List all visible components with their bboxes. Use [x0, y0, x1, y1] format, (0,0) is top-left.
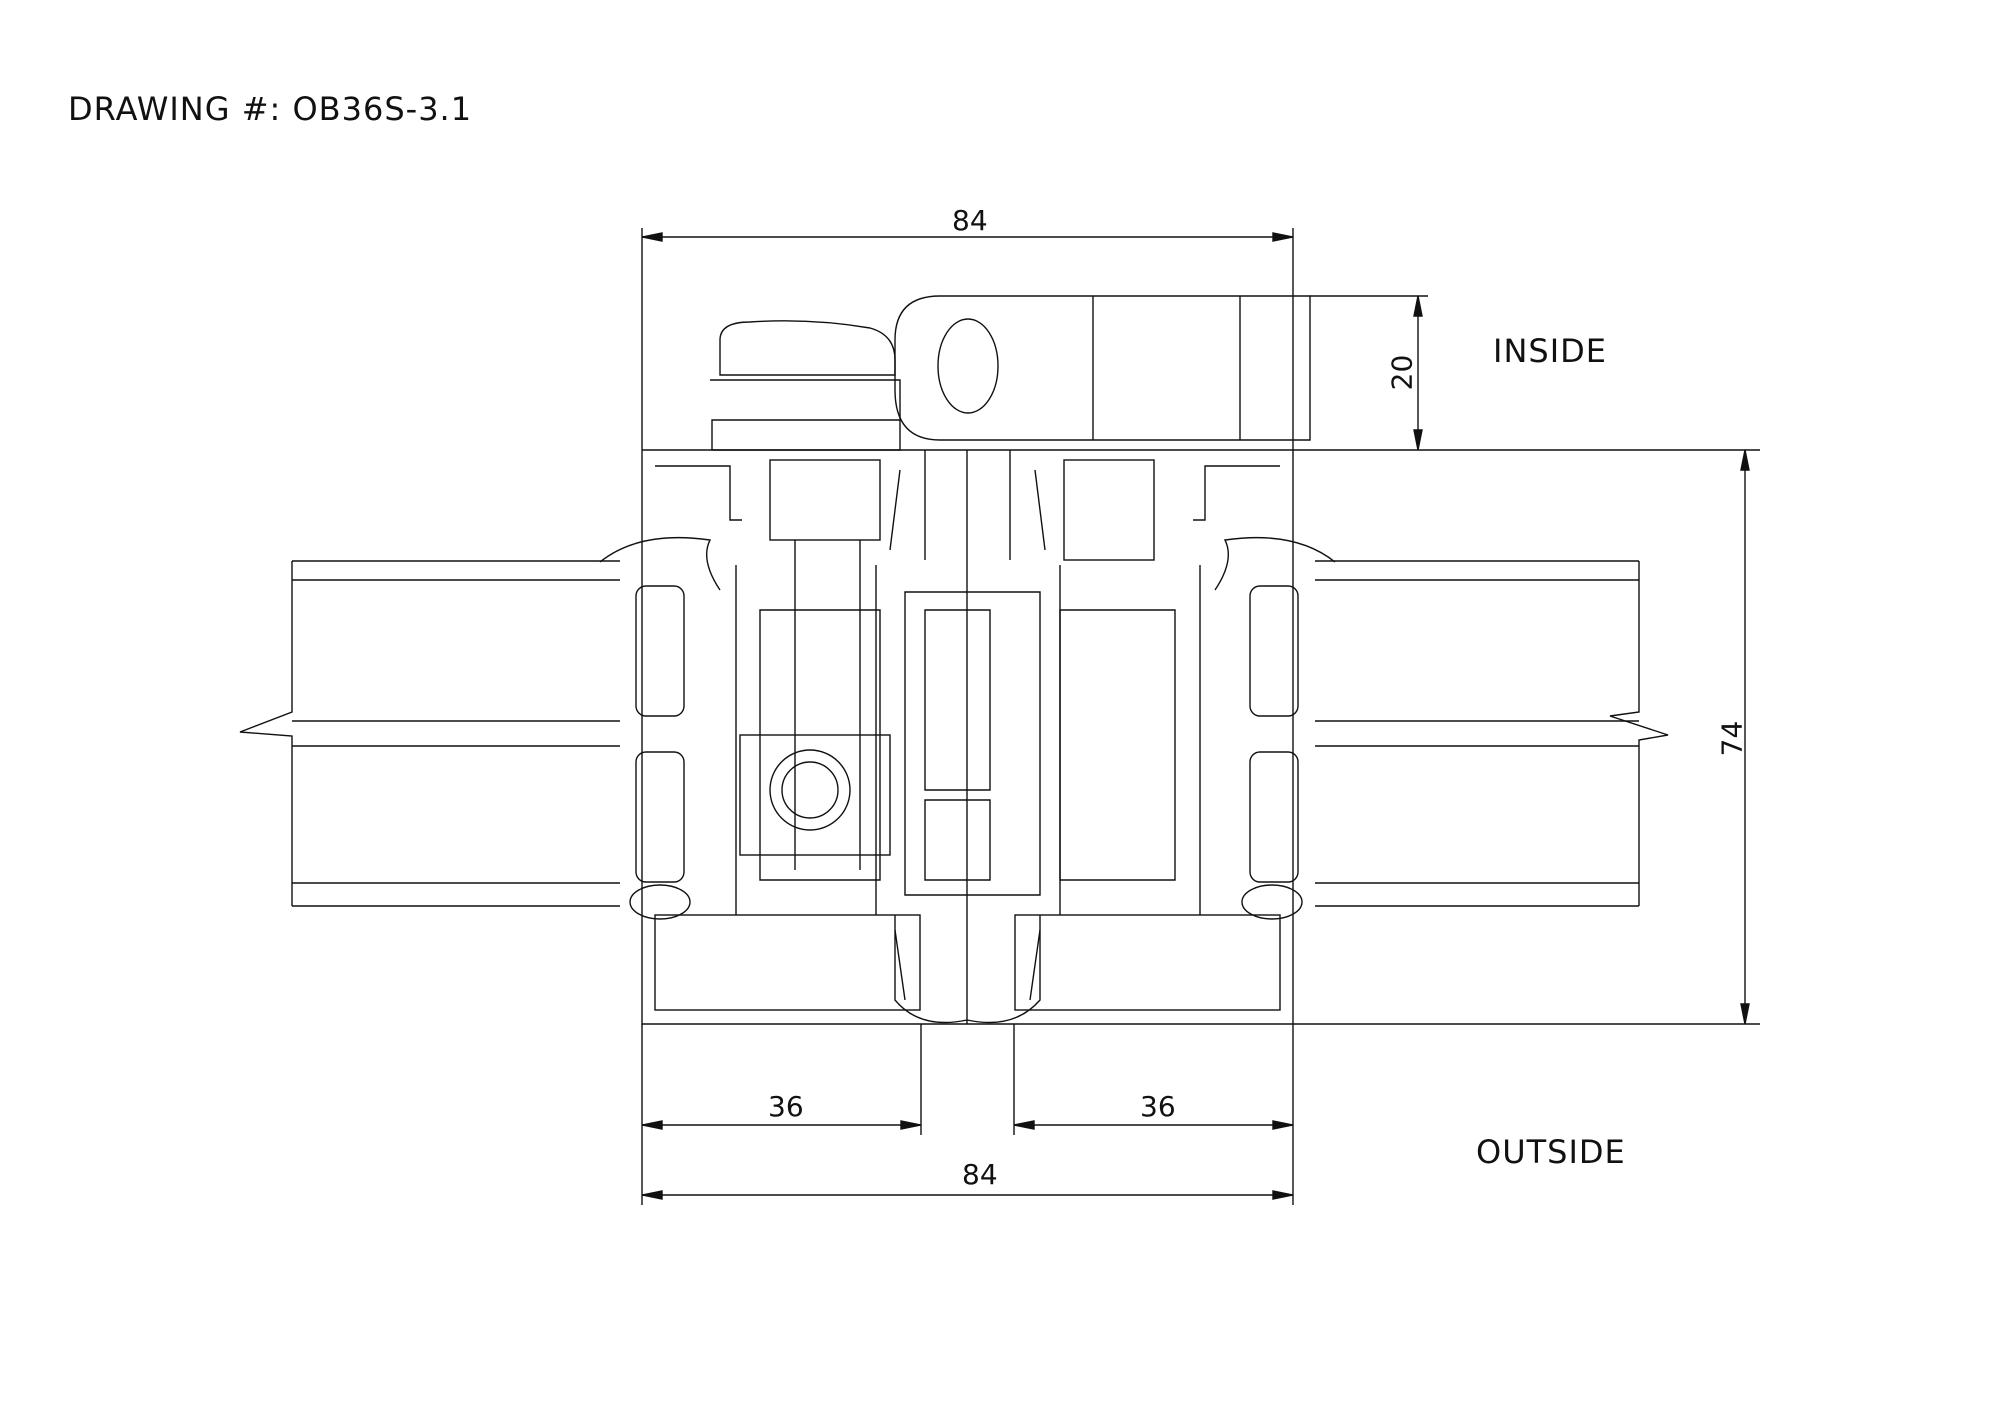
- handle: [710, 295, 1311, 870]
- dim-bottom-width: 84: [962, 1158, 998, 1191]
- dim-left-frame: 36: [768, 1090, 804, 1123]
- dim-right-frame: 36: [1140, 1090, 1176, 1123]
- frame-profiles: [599, 449, 1336, 1025]
- drawing-number: DRAWING #: OB36S-3.1: [68, 90, 473, 128]
- inside-label: INSIDE: [1493, 332, 1607, 370]
- dim-top-width: 84: [952, 204, 988, 237]
- outside-label: OUTSIDE: [1476, 1133, 1626, 1171]
- dimension-lines: [641, 228, 1760, 1205]
- glazing-units: [239, 560, 1669, 907]
